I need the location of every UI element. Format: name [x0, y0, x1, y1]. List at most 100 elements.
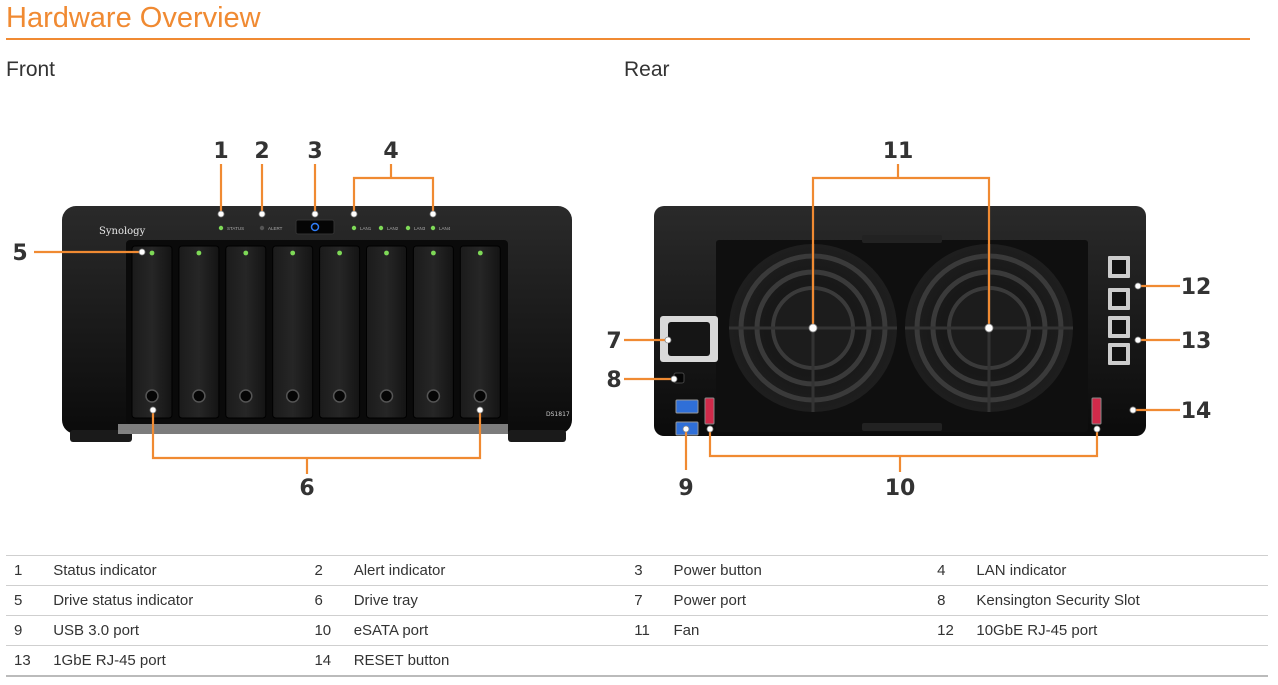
rear-handle-top — [862, 235, 942, 243]
led-label-status: STATUS — [227, 226, 244, 231]
callout-13: 13 — [1181, 329, 1212, 354]
callout-14: 14 — [1181, 399, 1212, 424]
legend-number: 1 — [6, 555, 54, 586]
hardware-figure: Synology DS1817 STATUS ALERT LAN1 LAN2 L… — [12, 139, 1212, 501]
legend-label: Drive tray — [353, 585, 627, 616]
led-label-lan3: LAN3 — [414, 226, 426, 231]
legend-label: eSATA port — [353, 615, 627, 646]
legend-number: 6 — [306, 585, 354, 616]
legend-label: 10GbE RJ-45 port — [976, 615, 1268, 646]
drive-status-led — [243, 250, 249, 256]
legend-label: 1GbE RJ-45 port — [53, 645, 307, 677]
callout-12: 12 — [1181, 275, 1212, 300]
status-led — [218, 225, 224, 231]
legend-number: 9 — [6, 615, 54, 646]
callout-9: 9 — [678, 476, 693, 501]
lan4-led — [430, 225, 436, 231]
tray-release-button[interactable] — [379, 389, 394, 403]
legend-label: Drive status indicator — [53, 585, 307, 616]
page-title: Hardware Overview — [6, 2, 261, 34]
legend-label: Status indicator — [53, 555, 307, 586]
drive-status-led — [431, 250, 436, 256]
callout-8: 8 — [606, 368, 621, 393]
legend-number: 7 — [626, 585, 674, 616]
front-device: Synology DS1817 STATUS ALERT LAN1 LAN2 L… — [62, 206, 572, 442]
drive-tray[interactable] — [412, 245, 454, 419]
led-label-lan2: LAN2 — [387, 226, 399, 231]
drive-tray[interactable] — [178, 245, 220, 419]
front-base-reflection — [118, 424, 508, 434]
title-divider — [6, 38, 1250, 40]
drive-tray[interactable] — [131, 245, 173, 419]
rear-device — [654, 206, 1146, 436]
drive-status-led — [337, 250, 342, 256]
drive-tray[interactable] — [319, 245, 361, 419]
tray-release-button[interactable] — [239, 389, 253, 403]
tray-release-button[interactable] — [473, 389, 488, 403]
brand-logo: Synology — [99, 226, 146, 237]
legend-label — [673, 645, 930, 677]
legend-number: 3 — [626, 555, 674, 586]
drive-trays — [131, 245, 501, 419]
legend-number: 13 — [6, 645, 54, 677]
callout-3: 3 — [307, 139, 322, 164]
power-button[interactable] — [295, 219, 335, 235]
tray-release-button[interactable] — [145, 389, 159, 403]
legend-number: 8 — [929, 585, 977, 616]
callout-5: 5 — [12, 241, 27, 266]
led-label-lan4: LAN4 — [439, 226, 451, 231]
drive-tray[interactable] — [272, 245, 314, 419]
drive-tray[interactable] — [366, 245, 407, 419]
drive-tray[interactable] — [459, 245, 501, 419]
callout-dots — [138, 210, 1142, 433]
callout-10: 10 — [885, 476, 916, 501]
legend-number: 10 — [306, 615, 354, 646]
callout-7: 7 — [606, 329, 621, 354]
legend-label: Power port — [673, 585, 930, 616]
legend-number: 11 — [626, 615, 674, 646]
legend-label: LAN indicator — [976, 555, 1268, 586]
front-foot-left — [70, 430, 132, 442]
usb-port-1[interactable] — [675, 399, 699, 414]
legend-label: USB 3.0 port — [53, 615, 307, 646]
legend-number — [626, 645, 674, 677]
power-icon — [310, 222, 320, 232]
legend-number: 12 — [929, 615, 977, 646]
rear-heading: Rear — [624, 58, 670, 81]
callout-1: 1 — [213, 139, 228, 164]
legend-number — [929, 645, 977, 677]
esata-port-left[interactable] — [704, 397, 715, 425]
legend-number: 5 — [6, 585, 54, 616]
legend-label: Kensington Security Slot — [976, 585, 1268, 616]
alert-led — [259, 225, 265, 231]
drive-status-led — [477, 250, 483, 256]
lan3-led — [405, 225, 411, 231]
legend-number: 2 — [306, 555, 354, 586]
legend-number: 4 — [929, 555, 977, 586]
tray-release-button[interactable] — [332, 389, 347, 403]
legend-label: RESET button — [353, 645, 627, 677]
drive-status-led — [290, 250, 296, 256]
legend-label — [976, 645, 1268, 677]
legend-label: Fan — [673, 615, 930, 646]
callout-6: 6 — [299, 476, 314, 501]
lan2-led — [378, 225, 384, 231]
drive-status-led — [149, 250, 155, 256]
tray-release-button[interactable] — [192, 389, 206, 403]
callout-4: 4 — [383, 139, 398, 164]
drive-tray[interactable] — [225, 245, 267, 419]
esata-port-right[interactable] — [1091, 397, 1102, 425]
drive-status-led — [384, 250, 389, 256]
led-label-lan1: LAN1 — [360, 226, 372, 231]
callout-2: 2 — [254, 139, 269, 164]
tray-release-button[interactable] — [285, 389, 300, 403]
model-label: DS1817 — [546, 411, 570, 418]
legend-label: Power button — [673, 555, 930, 586]
tray-release-button[interactable] — [426, 389, 441, 403]
legend-number: 14 — [306, 645, 354, 677]
